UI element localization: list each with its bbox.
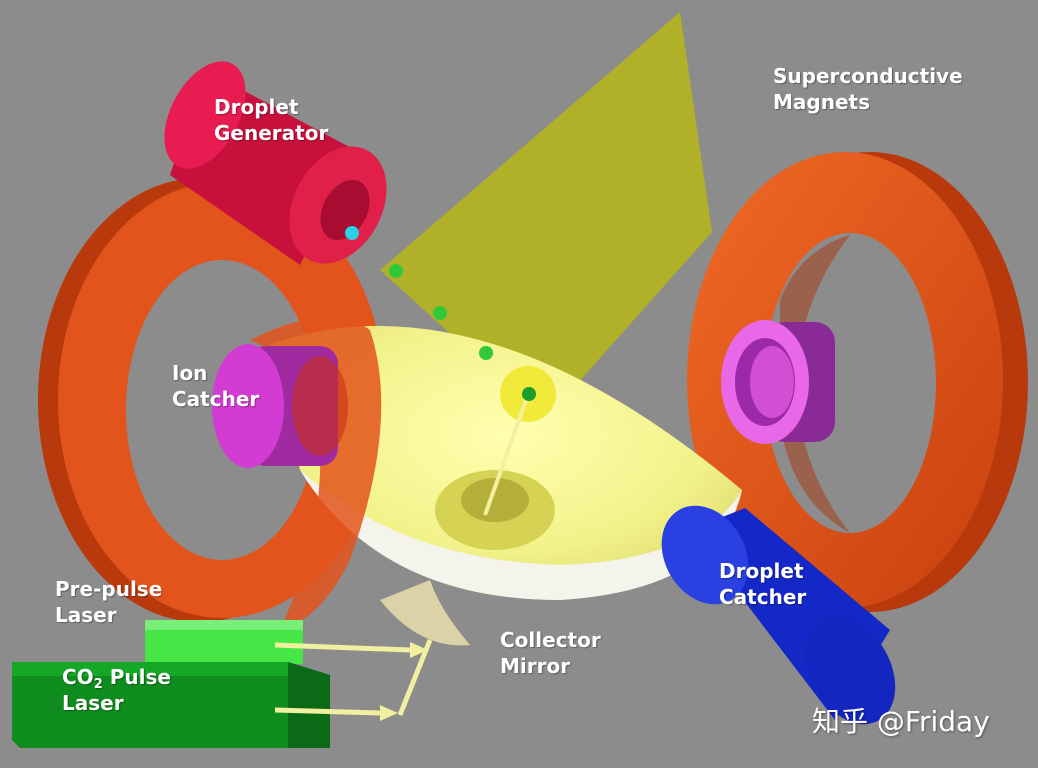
left-magnet-front (250, 317, 382, 630)
superconductive-magnets-label: Superconductive Magnets (773, 64, 963, 114)
co2-laser-device (12, 662, 330, 748)
beam-arrowhead-2 (380, 705, 398, 721)
droplet-catcher-device (661, 505, 896, 725)
droplet-3 (479, 346, 493, 360)
droplet-generator-label: Droplet Generator (214, 95, 329, 145)
left-ion-catcher (212, 344, 348, 468)
droplet-generator-device (164, 61, 387, 265)
ion-catcher-label: Ion Catcher (172, 361, 260, 411)
euv-light-cone (380, 12, 712, 420)
pre-pulse-laser-device (145, 620, 303, 664)
co2-pulse-laser-label: CO2 Pulse Laser (62, 665, 171, 715)
right-magnet (687, 152, 1028, 612)
droplet-2 (433, 306, 447, 320)
beam-arrowhead-1 (410, 642, 428, 658)
droplet-1 (389, 264, 403, 278)
laser-beams (274, 639, 433, 716)
droplet-cyan (345, 226, 359, 240)
droplet-4 (522, 387, 536, 401)
droplet-catcher-label: Droplet Catcher (719, 559, 807, 609)
pre-pulse-laser-label: Pre-pulse Laser (55, 577, 163, 627)
watermark: 知乎 @Friday (812, 705, 990, 738)
collector-beam (483, 394, 530, 516)
co2-laser-line1: CO2 Pulse (62, 665, 171, 692)
collector-mirror-label: Collector Mirror (500, 628, 601, 678)
right-ion-catcher (721, 320, 835, 444)
